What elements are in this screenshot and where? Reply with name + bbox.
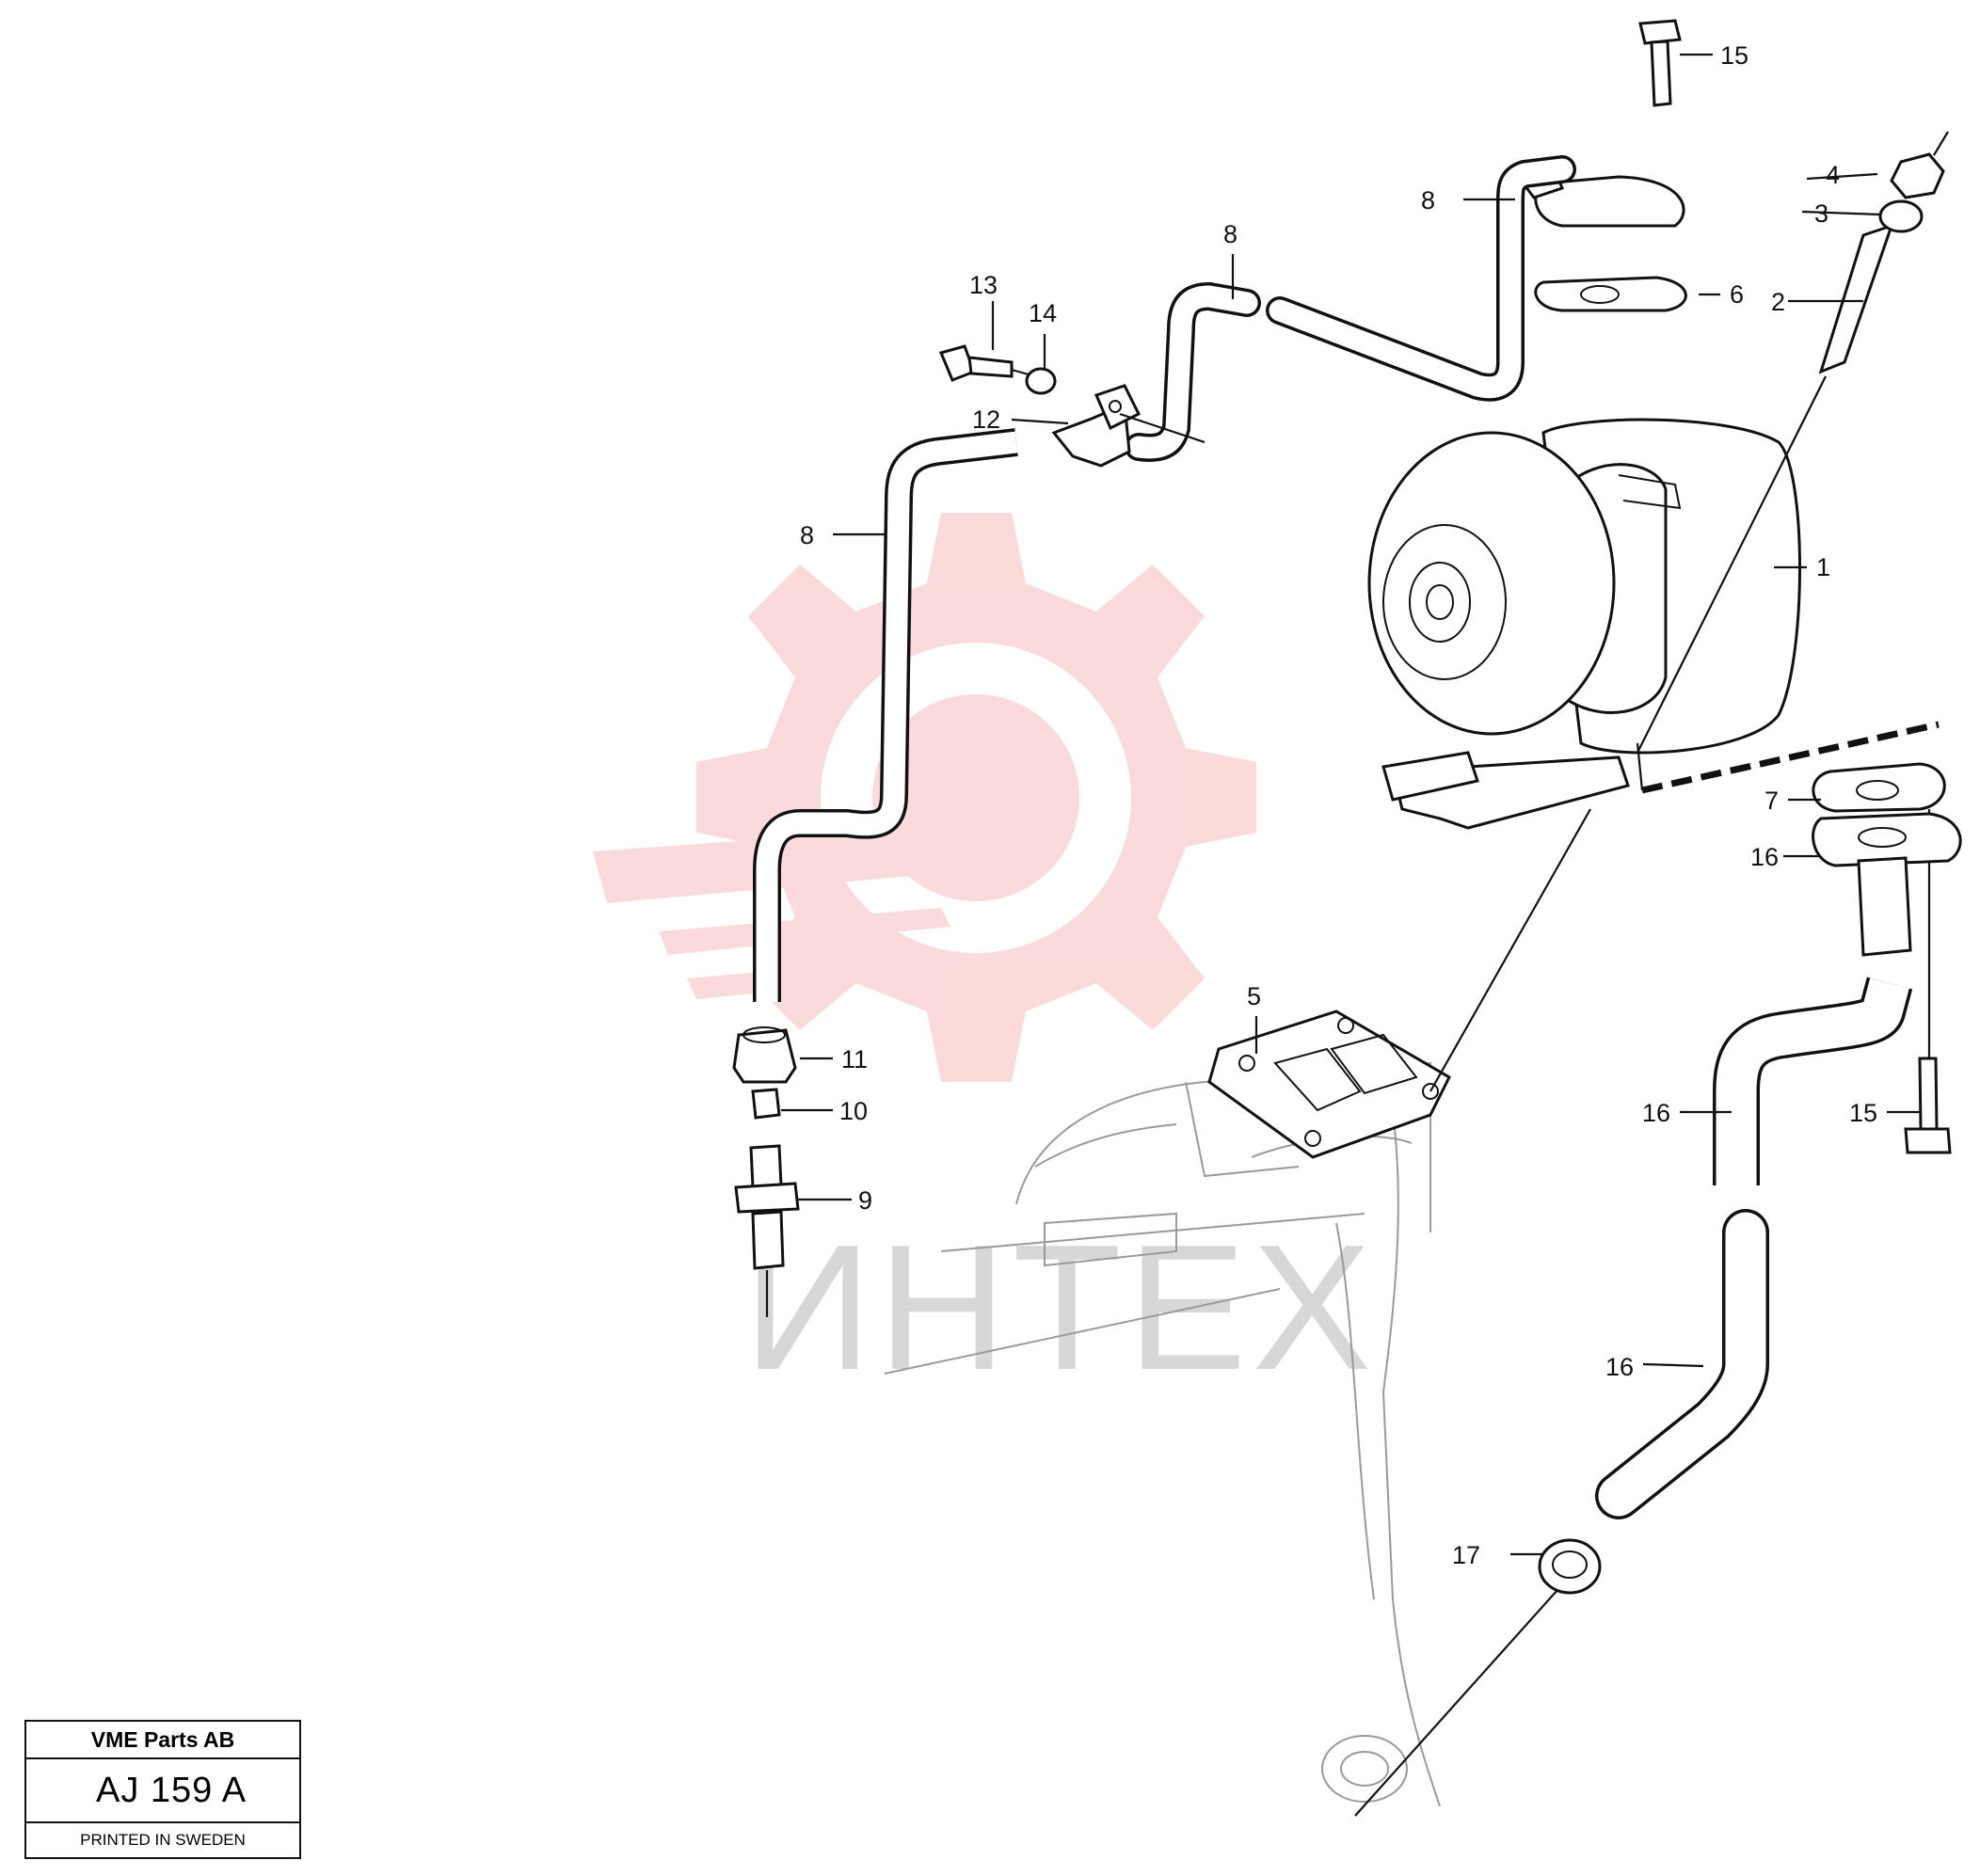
gasket-7 (1812, 762, 1946, 813)
callout-5: 5 (1247, 982, 1261, 1010)
callout-4: 4 (1826, 161, 1840, 189)
callout-15-right: 15 (1849, 1099, 1877, 1127)
stud (1637, 223, 1894, 754)
gasket-6 (1534, 276, 1687, 312)
leader-lines (781, 53, 1920, 1556)
callout-16-bottom: 16 (1605, 1353, 1634, 1381)
watermark-gear-logo (593, 513, 1256, 1082)
callout-16-top: 16 (1750, 843, 1779, 871)
callout-labels: 15 8 8 13 14 12 8 1 4 3 2 6 5 11 10 9 7 … (800, 41, 1877, 1569)
oil-return-pipe (1595, 812, 1962, 1519)
sleeve-10 (751, 1088, 781, 1120)
callout-15-top: 15 (1720, 41, 1748, 70)
printed-in: PRINTED IN SWEDEN (80, 1831, 246, 1849)
callout-14: 14 (1029, 299, 1057, 327)
callout-10: 10 (839, 1097, 868, 1125)
callout-2: 2 (1771, 288, 1785, 316)
nut-11 (732, 1028, 797, 1084)
washer-14 (1025, 367, 1057, 395)
union-9 (734, 1144, 800, 1317)
callout-8-top: 8 (1421, 186, 1435, 215)
turbocharger (1367, 418, 1801, 830)
callout-9: 9 (858, 1186, 872, 1215)
company-name: VME Parts AB (26, 1722, 299, 1759)
bolt-15-top (1638, 19, 1682, 107)
callout-11: 11 (841, 1045, 868, 1073)
callout-6: 6 (1730, 280, 1744, 309)
dashed-connection (1641, 721, 1940, 794)
callout-8-left: 8 (800, 521, 814, 549)
title-block: VME Parts AB AJ 159 A PRINTED IN SWEDEN (24, 1720, 301, 1859)
callout-1: 1 (1816, 553, 1830, 581)
callout-8-middle: 8 (1223, 220, 1238, 248)
callout-12: 12 (972, 405, 1000, 434)
engine-block-outline (884, 1061, 1441, 1807)
nut-4 (1890, 152, 1945, 199)
callout-17: 17 (1452, 1541, 1480, 1569)
ring-17 (1354, 1538, 1602, 1817)
callout-3: 3 (1814, 199, 1828, 228)
drawing-number: AJ 159 A (26, 1759, 299, 1823)
oil-feed-pipe (753, 155, 1685, 1002)
callout-13: 13 (969, 271, 998, 299)
bolt-13 (938, 344, 1036, 382)
callout-7: 7 (1764, 787, 1779, 815)
clamp-12 (1051, 384, 1206, 468)
gasket-5 (1207, 808, 1591, 1159)
watermark-text: ИНТЕХ (743, 1208, 1377, 1407)
washer-3 (1878, 199, 1924, 233)
callout-16-middle: 16 (1642, 1099, 1670, 1127)
